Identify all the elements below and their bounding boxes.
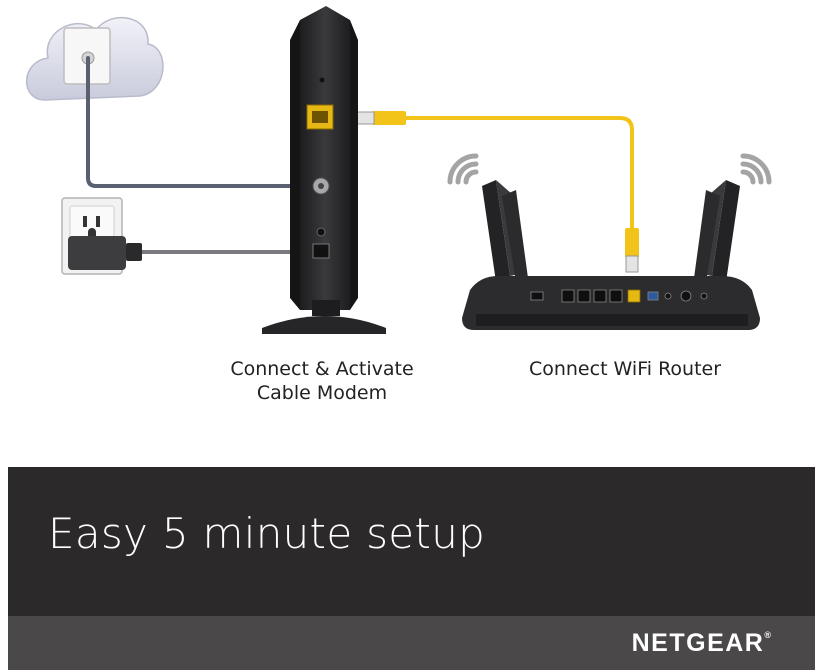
wifi-router	[462, 180, 760, 330]
power-adapter-icon	[68, 236, 142, 270]
brand-name: NETGEAR	[631, 629, 765, 657]
headline-banner: Easy 5 minute setup	[8, 467, 815, 616]
registered-mark: ®	[764, 629, 771, 640]
router-step-label: Connect WiFi Router	[528, 358, 722, 380]
coax-cable	[86, 56, 318, 188]
modem-label-line2: Cable Modem	[256, 382, 388, 404]
modem-step-label: Connect & Activate Cable Modem	[212, 357, 432, 405]
modem-label-line1: Connect & Activate	[230, 358, 414, 380]
brand-logo: NETGEAR®	[632, 629, 771, 658]
ethernet-plug-modem	[355, 111, 406, 125]
wifi-signal-icon	[447, 153, 479, 185]
ethernet-cable	[402, 116, 634, 234]
cable-modem	[262, 6, 386, 334]
ethernet-plug-router	[625, 228, 639, 273]
wifi-signal-icon	[740, 153, 772, 185]
setup-diagram	[25, 6, 772, 334]
headline-text: Easy 5 minute setup	[48, 509, 486, 558]
brand-footer: NETGEAR®	[8, 616, 815, 670]
